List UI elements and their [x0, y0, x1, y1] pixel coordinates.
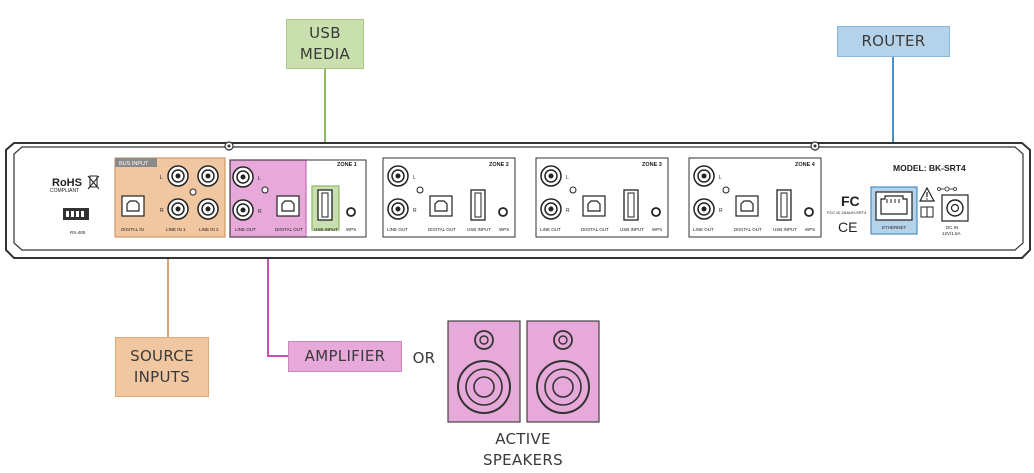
svg-text:DC IN: DC IN — [946, 225, 958, 230]
zone1-panel: ZONE 1 USB INPUT WPS — [229, 159, 367, 238]
svg-text:LINE OUT: LINE OUT — [387, 227, 408, 232]
svg-text:WPS: WPS — [346, 227, 356, 232]
source-inputs-group: BUS INPUT DIGITAL IN L R LINE IN 1 LINE … — [114, 157, 226, 238]
zone1-usb-port — [317, 189, 333, 221]
weee-bin-icon — [87, 175, 100, 190]
manual-icon — [920, 206, 934, 218]
ce-logo: CE — [838, 219, 857, 235]
active-speakers-label: ACTIVE SPEAKERS — [483, 430, 563, 469]
zone1-output-group: L R LINE OUT DIGITAL OUT — [229, 159, 307, 238]
svg-text:DIGITAL OUT: DIGITAL OUT — [581, 227, 609, 232]
zone1-digital-out-port — [276, 195, 300, 217]
zone2-panel: ZONE 2 L R LINE OUT DIGITAL OUT USB INPU… — [382, 157, 516, 238]
svg-text:R: R — [719, 208, 723, 214]
svg-text:R: R — [566, 208, 570, 214]
zone1-line-out-jacks — [232, 166, 254, 221]
rohs-logo: RoHS COMPLIANT — [50, 175, 100, 194]
line-in-1-jacks — [167, 165, 189, 220]
svg-text:L: L — [719, 175, 722, 181]
svg-text:WPS: WPS — [652, 227, 662, 232]
line-in-2-jacks — [197, 165, 219, 220]
polarity-icon — [937, 186, 957, 192]
zone1-wps-button — [346, 207, 356, 217]
amplifier-connector-line — [267, 237, 289, 357]
certification-marks: FC FCC ID 2AAUH-SRT4 CE — [827, 186, 936, 235]
svg-text:L: L — [413, 175, 416, 181]
svg-text:COMPLIANT: COMPLIANT — [50, 188, 79, 194]
svg-text:LINE IN 1: LINE IN 1 — [166, 227, 186, 232]
svg-text:LINE OUT: LINE OUT — [693, 227, 714, 232]
svg-text:BUS INPUT: BUS INPUT — [119, 161, 149, 167]
svg-text:12V/1.5A: 12V/1.5A — [942, 231, 961, 236]
svg-text:L: L — [566, 175, 569, 181]
rs485-port: RS-485 — [63, 208, 89, 235]
svg-text:R: R — [258, 209, 262, 215]
svg-text:WPS: WPS — [805, 227, 815, 232]
or-label: OR — [412, 349, 436, 367]
zone3-panel: ZONE 3 L R LINE OUT DIGITAL OUT USB INPU… — [535, 157, 669, 238]
ethernet-port-group: ETHERNET — [870, 186, 918, 235]
svg-text:LINE OUT: LINE OUT — [540, 227, 561, 232]
svg-text:R: R — [160, 208, 164, 214]
svg-text:L: L — [160, 175, 163, 181]
svg-text:RoHS: RoHS — [52, 177, 82, 189]
svg-text:USB INPUT: USB INPUT — [314, 227, 338, 232]
model-label: MODEL: BK-SRT4 — [893, 163, 966, 173]
fcc-logo: FC — [841, 193, 860, 209]
active-speakers-icon — [447, 320, 600, 423]
svg-text:L: L — [258, 176, 261, 182]
svg-text:USB INPUT: USB INPUT — [467, 227, 491, 232]
svg-text:ZONE 1: ZONE 1 — [337, 162, 357, 168]
svg-text:USB INPUT: USB INPUT — [620, 227, 644, 232]
svg-text:DIGITAL IN: DIGITAL IN — [121, 227, 144, 232]
svg-text:RS-485: RS-485 — [70, 230, 86, 235]
usb-media-callout: USB MEDIA — [286, 19, 364, 69]
svg-text:DIGITAL OUT: DIGITAL OUT — [275, 227, 303, 232]
svg-text:ETHERNET: ETHERNET — [882, 225, 907, 230]
dc-power-port: DC IN 12V/1.5A — [937, 186, 969, 236]
svg-text:FCC ID 2AAUH-SRT4: FCC ID 2AAUH-SRT4 — [827, 210, 867, 215]
svg-text:ZONE 2: ZONE 2 — [489, 162, 509, 168]
ethernet-port — [875, 191, 913, 221]
source-inputs-callout: SOURCE INPUTS — [115, 337, 209, 397]
zone4-panel: ZONE 4 L R LINE OUT DIGITAL OUT USB INPU… — [688, 157, 822, 238]
svg-text:WPS: WPS — [499, 227, 509, 232]
svg-text:DIGITAL OUT: DIGITAL OUT — [428, 227, 456, 232]
warning-icon — [918, 186, 936, 202]
svg-text:LINE OUT: LINE OUT — [235, 227, 256, 232]
digital-in-port — [121, 195, 145, 217]
router-callout: ROUTER — [837, 26, 950, 57]
svg-text:USB INPUT: USB INPUT — [773, 227, 797, 232]
amplifier-callout: AMPLIFIER — [288, 341, 402, 372]
svg-text:ZONE 3: ZONE 3 — [642, 162, 662, 168]
svg-text:ZONE 4: ZONE 4 — [795, 162, 816, 168]
svg-text:LINE IN 2: LINE IN 2 — [199, 227, 219, 232]
svg-text:DIGITAL OUT: DIGITAL OUT — [734, 227, 762, 232]
svg-text:R: R — [413, 208, 417, 214]
